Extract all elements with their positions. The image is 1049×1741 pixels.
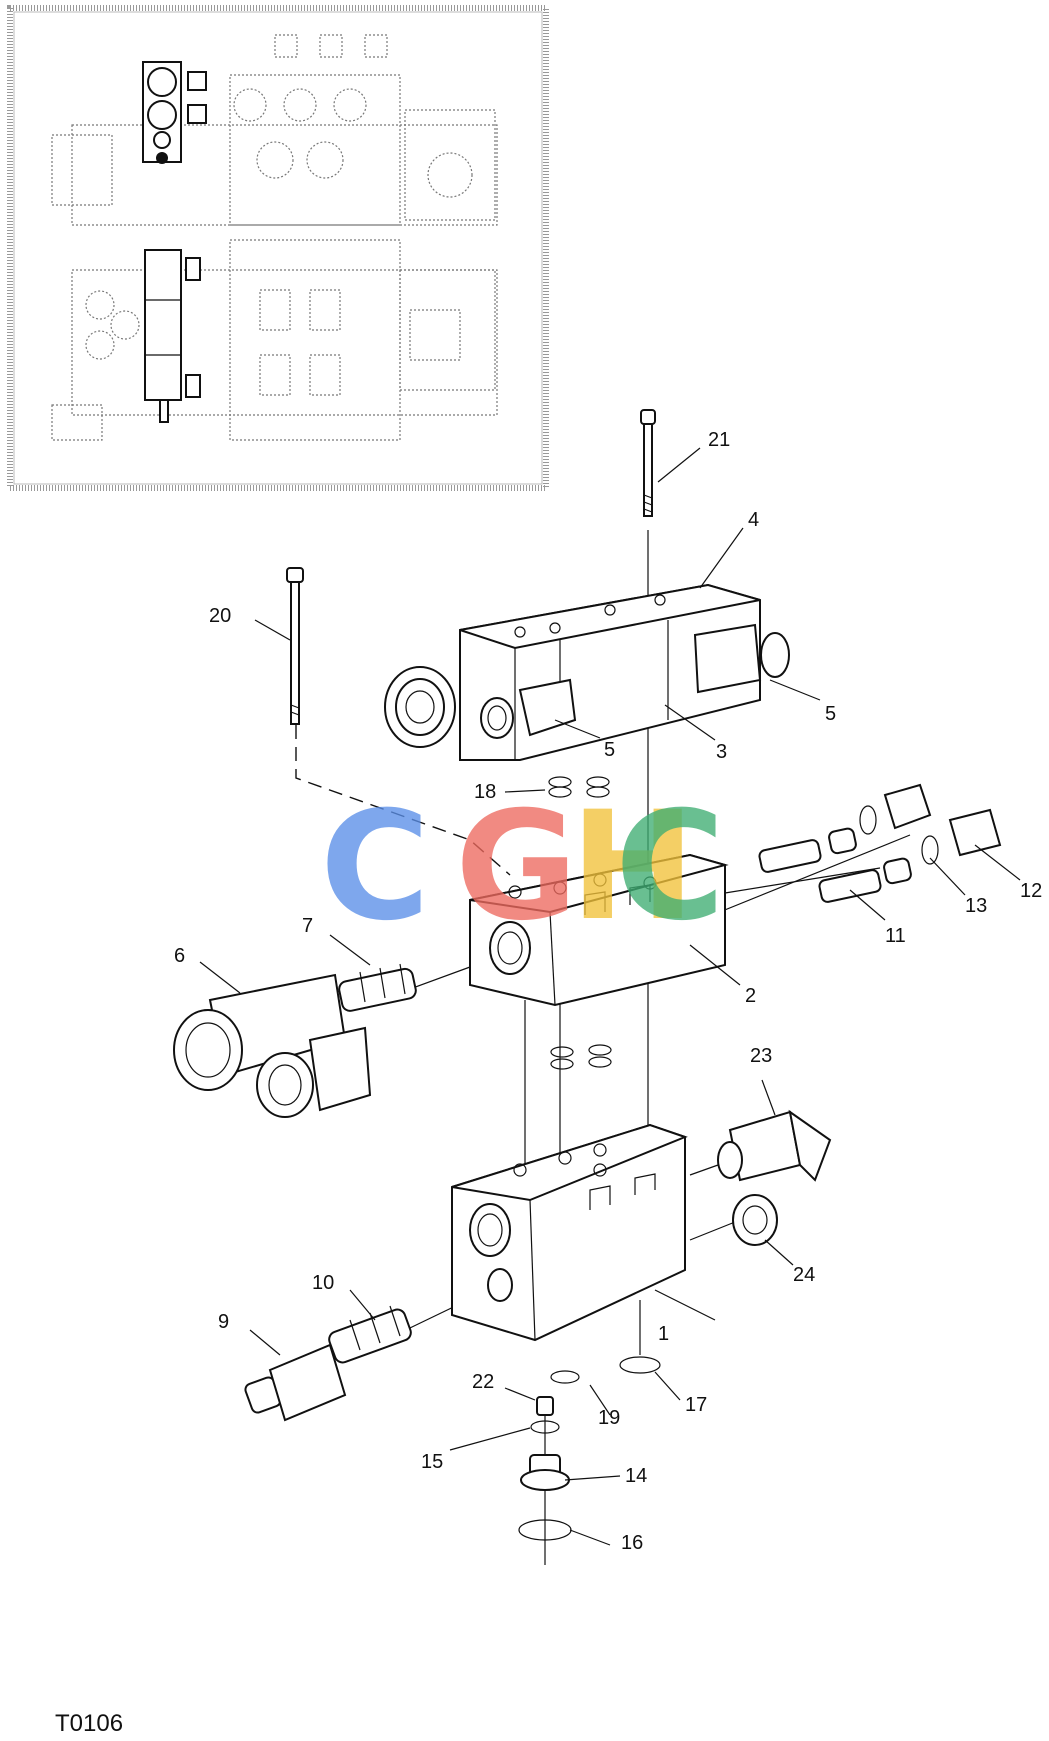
part-23-24-fittings [717, 1109, 832, 1246]
part-14-15-16-22-plug-stack [518, 1396, 572, 1541]
part-17-19-o-rings [550, 1356, 661, 1384]
callout-19: 19 [598, 1407, 620, 1429]
part-6-7-solenoid-cartridge [173, 963, 417, 1118]
callout-4: 4 [748, 509, 759, 531]
callout-1: 1 [658, 1323, 669, 1345]
callout-5-right: 5 [825, 703, 836, 725]
part-3-4-solenoid-valve [384, 583, 790, 761]
part-11-12-13-cartridges [758, 783, 1002, 903]
watermark-letter-2: G [455, 780, 578, 954]
callout-24: 24 [793, 1264, 815, 1286]
part-18-o-rings [548, 776, 610, 798]
watermark-letter-3: H [570, 780, 696, 954]
callout-9: 9 [218, 1311, 229, 1333]
callout-11: 11 [885, 925, 906, 947]
callout-13: 13 [965, 895, 987, 917]
figure-code: T0106 [55, 1710, 124, 1737]
callout-leaders [199, 447, 1021, 1546]
part-1-valve-block [451, 1123, 688, 1342]
inset-lower-view [51, 239, 498, 441]
part-9-10-relief-cartridge [244, 1305, 412, 1422]
callout-20: 20 [209, 605, 231, 627]
callout-labels: 1 2 3 4 5 5 6 7 9 10 11 12 13 14 15 16 1… [174, 429, 1042, 1554]
callout-6: 6 [174, 945, 185, 967]
callout-23: 23 [750, 1045, 772, 1067]
watermark-letter-4: C [615, 780, 725, 954]
callout-22: 22 [472, 1371, 494, 1393]
callout-5-left: 5 [604, 739, 615, 761]
part-21-cap-screw [640, 409, 656, 517]
part-2-valve-block [469, 853, 729, 1007]
part-20-cap-screw [286, 567, 304, 725]
watermark-letter-1: C [320, 780, 430, 954]
watermark: C G H C [320, 780, 725, 954]
callout-15: 15 [421, 1451, 443, 1473]
callout-16: 16 [621, 1532, 643, 1554]
inset-upper-view [51, 34, 498, 226]
locator-inset [7, 5, 549, 491]
callout-21: 21 [708, 429, 730, 451]
callout-14: 14 [625, 1465, 647, 1487]
callout-7: 7 [302, 915, 313, 937]
callout-10: 10 [312, 1272, 334, 1294]
callout-2: 2 [745, 985, 756, 1007]
callout-17: 17 [685, 1394, 707, 1416]
callout-18: 18 [474, 781, 496, 803]
callout-12: 12 [1020, 880, 1042, 902]
callout-3: 3 [716, 741, 727, 763]
o-rings-lower [550, 1044, 612, 1070]
